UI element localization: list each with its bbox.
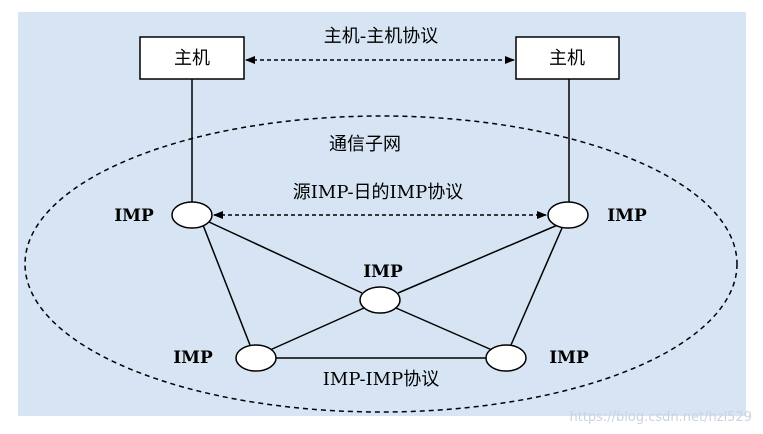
imp-link [208,221,363,294]
imp-node-right-top [547,201,589,229]
imp-link [395,307,493,351]
imp-label-right-top: IMP [607,206,647,226]
subnet-ellipse [24,115,738,413]
imp-node-center [359,286,401,314]
host-label-right: 主机 [549,48,585,69]
host-box-right [515,36,620,80]
watermark: https://blog.csdn.net/hzl529 [569,410,752,425]
host-host-protocol-label: 主机-主机协议 [324,26,439,47]
imp-label-center: IMP [363,262,403,282]
subnet-label: 通信子网 [329,134,401,155]
imp-label-left-bottom: IMP [173,348,213,368]
imp-label-right-bottom: IMP [549,348,589,368]
imp-node-left-top [171,201,213,229]
imp-imp-protocol-label: IMP-IMP协议 [323,369,439,390]
imp-node-left-bottom [235,344,277,372]
imp-link [269,307,365,351]
host-label-left: 主机 [174,48,210,69]
host-box-left [139,36,245,80]
imp-link [510,227,563,346]
src-dst-imp-protocol-label: 源IMP-日的IMP协议 [293,182,463,203]
imp-link [202,224,251,346]
imp-node-right-bottom [485,344,527,372]
imp-label-left-top: IMP [114,206,154,226]
imp-link [397,223,561,294]
